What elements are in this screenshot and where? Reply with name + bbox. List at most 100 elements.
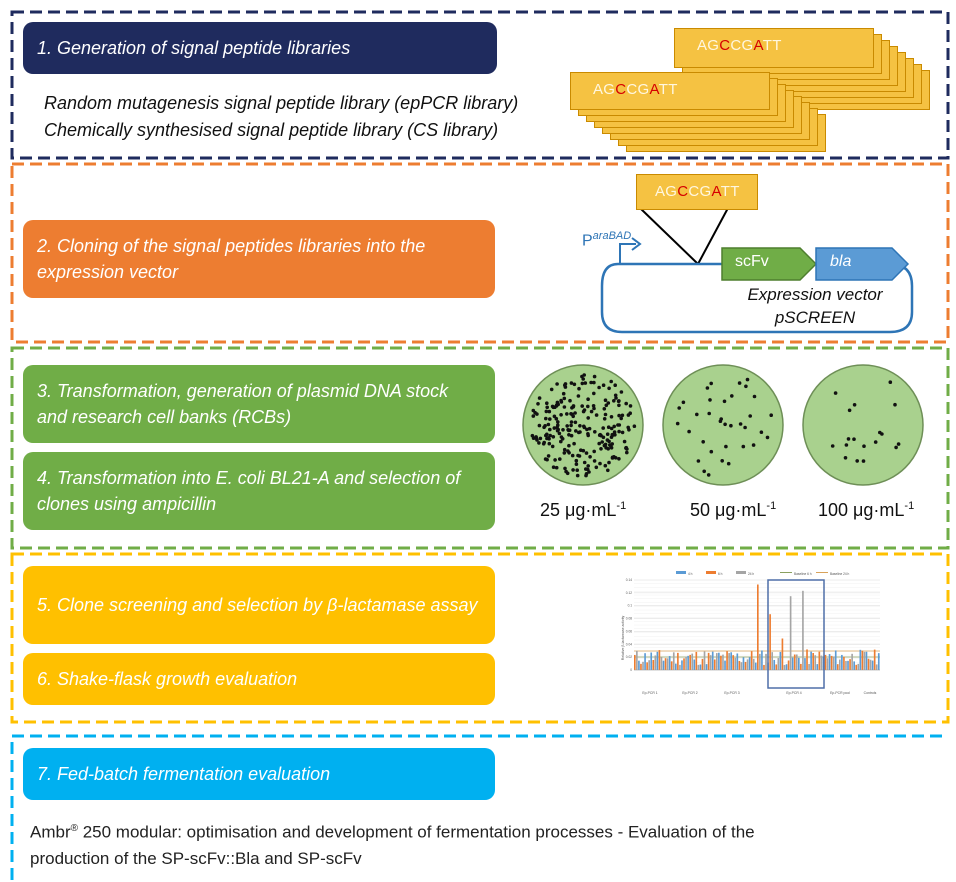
mini-ytick: 0.14 bbox=[626, 578, 632, 582]
mini-bar bbox=[798, 657, 800, 670]
colony-dot bbox=[878, 430, 882, 435]
vector-insert-card: AGCCGATT bbox=[636, 174, 758, 210]
colony-dot bbox=[593, 430, 597, 434]
colony-dot bbox=[548, 417, 552, 421]
colony-dot bbox=[559, 439, 563, 444]
colony-dot bbox=[709, 449, 714, 454]
mini-bar bbox=[832, 656, 835, 670]
colony-dot bbox=[607, 386, 611, 391]
mini-ytick: 0 bbox=[630, 668, 632, 672]
colony-dot bbox=[555, 425, 559, 430]
mini-bar bbox=[859, 649, 862, 670]
mini-bar bbox=[785, 664, 788, 670]
colony-dot bbox=[562, 451, 567, 455]
colony-dot bbox=[626, 413, 631, 417]
mini-bar bbox=[705, 664, 708, 670]
colony-dot bbox=[544, 416, 548, 421]
step-1-box: 1. Generation of signal peptide librarie… bbox=[23, 22, 497, 74]
colony-dot bbox=[545, 436, 549, 441]
colony-dot bbox=[622, 439, 627, 444]
colony-dot bbox=[571, 414, 575, 419]
library-descriptions: Random mutagenesis signal peptide librar… bbox=[44, 90, 518, 144]
colony-dot bbox=[570, 453, 575, 458]
mini-bar bbox=[724, 660, 726, 670]
mini-bar bbox=[713, 659, 716, 670]
colony-dot bbox=[546, 422, 551, 427]
colony-dot bbox=[573, 411, 577, 415]
mini-bar bbox=[867, 658, 870, 670]
colony-dot bbox=[687, 429, 691, 434]
colony-dot bbox=[765, 435, 770, 440]
colony-dot bbox=[696, 459, 701, 463]
colony-dot bbox=[738, 422, 743, 426]
colony-dot bbox=[584, 451, 589, 455]
step-2-label: 2. Cloning of the signal peptides librar… bbox=[37, 236, 426, 282]
library-CS: Chemically synthesised signal peptide li… bbox=[44, 120, 499, 140]
step-2-box: 2. Cloning of the signal peptides librar… bbox=[23, 220, 495, 298]
mini-bar bbox=[718, 652, 720, 670]
mini-bar bbox=[818, 651, 821, 670]
colony-dot bbox=[559, 413, 563, 417]
mini-bar bbox=[804, 658, 806, 670]
colony-dot bbox=[555, 428, 560, 433]
mini-bar bbox=[875, 664, 878, 670]
colony-dot bbox=[675, 421, 680, 426]
colony-dot bbox=[577, 430, 581, 435]
colony-dot bbox=[705, 386, 710, 390]
colony-dot bbox=[551, 435, 556, 439]
colony-dot bbox=[610, 442, 614, 446]
colony-dot bbox=[598, 432, 602, 437]
colony-dot bbox=[601, 426, 605, 430]
mini-bar bbox=[638, 660, 640, 670]
colony-dot bbox=[619, 390, 624, 394]
colony-dot bbox=[574, 429, 578, 433]
colony-dot bbox=[550, 444, 555, 449]
colony-dot bbox=[613, 393, 618, 398]
screening-chart-thumbnail: 4 h 6 h 24 h Baseline 6 h Baseline 24 h … bbox=[618, 568, 888, 698]
mini-group-label: Ep-PCR 2 bbox=[682, 691, 697, 695]
colony-dot bbox=[603, 442, 608, 447]
colony-dot bbox=[627, 428, 631, 432]
colony-dot bbox=[724, 444, 728, 449]
mini-bar bbox=[820, 655, 823, 670]
dose-label-2: 50 μg·mL-1 bbox=[690, 500, 777, 520]
mini-bar bbox=[720, 655, 722, 670]
mini-group-label: Controls bbox=[864, 691, 877, 695]
mini-bar bbox=[851, 653, 853, 670]
mini-bar bbox=[691, 653, 694, 670]
colony-dot bbox=[562, 447, 567, 452]
mini-bar bbox=[654, 655, 657, 670]
colony-dot bbox=[752, 394, 757, 399]
colony-dot bbox=[830, 444, 835, 448]
mini-legend-0: 4 h bbox=[688, 572, 693, 576]
colony-dot bbox=[569, 433, 574, 438]
mini-bar bbox=[808, 663, 810, 670]
colony-dot bbox=[609, 379, 613, 384]
colony-dot bbox=[592, 380, 596, 385]
mini-bar bbox=[826, 658, 829, 670]
colony-dot bbox=[565, 412, 569, 416]
colony-dot bbox=[681, 400, 686, 405]
colony-dot bbox=[597, 385, 601, 390]
mini-bar bbox=[701, 658, 704, 670]
colony-dot bbox=[567, 433, 571, 437]
mini-bar bbox=[816, 664, 819, 670]
colony-dot bbox=[624, 401, 628, 406]
colony-dot bbox=[531, 414, 536, 418]
colony-dot bbox=[632, 424, 637, 428]
colony-dot bbox=[573, 420, 578, 425]
colony-dot bbox=[571, 404, 576, 408]
colony-dot bbox=[574, 462, 579, 466]
mini-bar bbox=[773, 659, 776, 670]
colony-dot bbox=[565, 424, 569, 428]
colony-dot bbox=[577, 386, 581, 391]
colony-dot bbox=[537, 396, 542, 400]
colony-dot bbox=[612, 430, 617, 434]
colony-dot bbox=[552, 414, 557, 419]
colony-dot bbox=[744, 384, 748, 389]
colony-dot bbox=[751, 443, 756, 447]
mini-bar bbox=[744, 661, 747, 670]
colony-dot bbox=[580, 374, 584, 379]
colony-dot bbox=[589, 380, 593, 385]
mini-bar bbox=[675, 663, 677, 670]
